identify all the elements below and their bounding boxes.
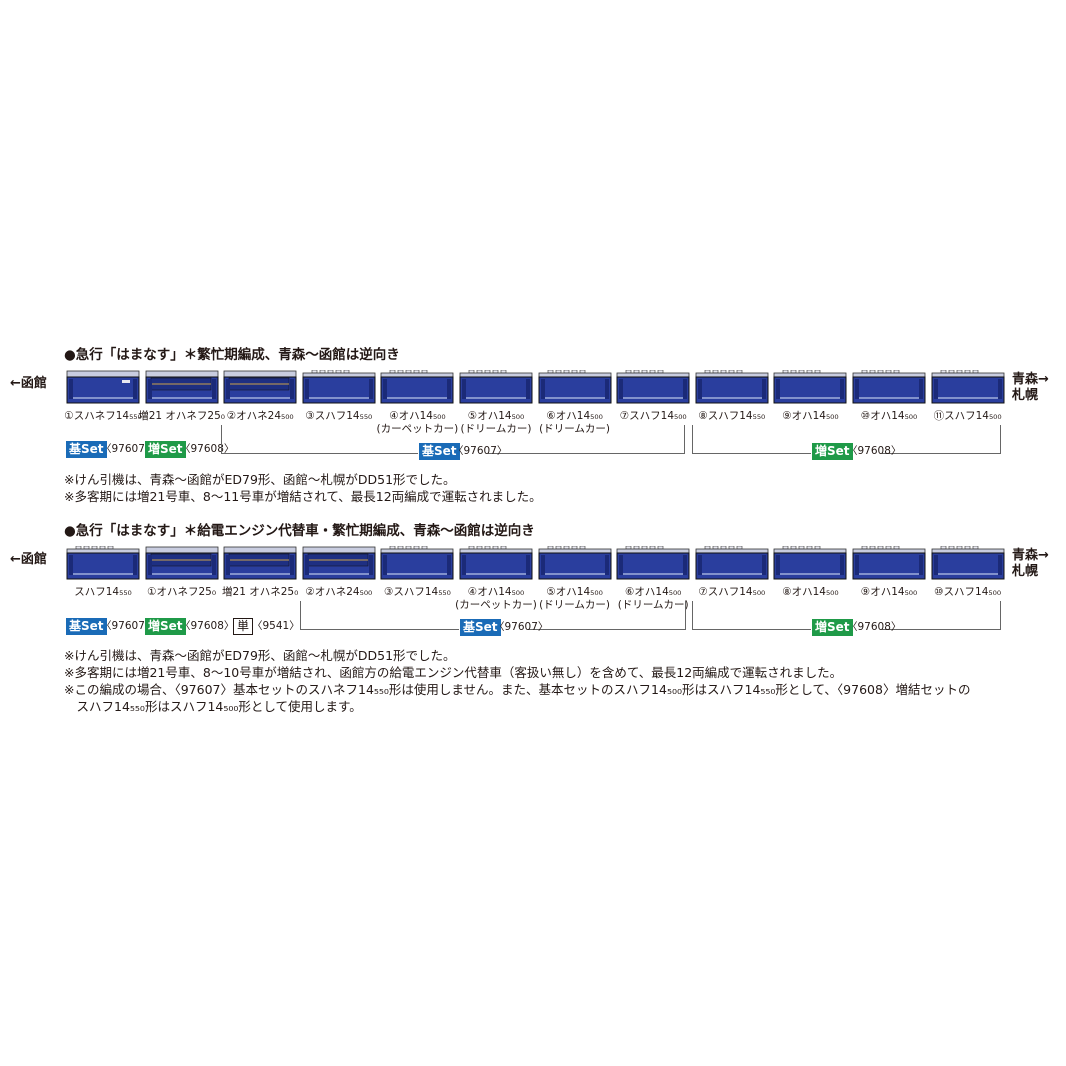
car-label: ④オハ14₅₀₀	[389, 410, 446, 422]
bracket-extension-left	[692, 425, 811, 454]
bracket-extension-right	[882, 601, 1001, 630]
car-label: ⑤オハ14₅₀₀	[467, 410, 525, 422]
car-label: ⑩オハ14₅₀₀	[860, 410, 918, 422]
bracket-basic-left	[221, 425, 418, 454]
train-car: スハフ14₅₅₀	[66, 546, 140, 598]
car-label: ④オハ14₅₀₀	[467, 586, 525, 598]
note-line: ※けん引機は、青森〜函館がED79形、函館〜札幌がDD51形でした。	[64, 472, 456, 487]
train-car: ⑧スハフ14₅₅₀	[695, 370, 769, 422]
note-line: ※けん引機は、青森〜函館がED79形、函館〜札幌がDD51形でした。	[64, 648, 456, 663]
direction-right-line2: 札幌	[1012, 564, 1039, 579]
car-label: ⑩スハフ14₅₀₀	[934, 586, 1002, 598]
badge-basic-set: 基Set	[460, 619, 501, 636]
train-car: ⑨オハ14₅₀₀	[852, 546, 926, 598]
car-label: ⑥オハ14₅₀₀	[624, 586, 682, 598]
badge-single-car: 単	[233, 618, 254, 635]
set-number: 〈97608〉	[847, 445, 902, 457]
car-label: 増21 オハネ25₀	[222, 586, 299, 598]
train-car: ⑦スハフ14₅₀₀	[695, 546, 769, 598]
car-label: ⑦スハフ14₅₀₀	[698, 586, 766, 598]
badge-basic-set: 基Set	[66, 441, 107, 458]
badge-extension-set: 増Set	[812, 619, 853, 636]
car-label: スハフ14₅₅₀	[74, 586, 132, 598]
set-number: 〈97607〉	[453, 445, 508, 457]
train-car: ②オハネ24₅₀₀	[223, 370, 297, 422]
car-label: ①スハネフ14₅₅₀	[64, 410, 142, 422]
train-car: ⑩スハフ14₅₀₀	[931, 546, 1005, 598]
bracket-basic-right	[488, 425, 685, 454]
set-number: 〈97608〉	[180, 443, 235, 455]
train-car: 増21 オハネフ25₀	[138, 370, 225, 422]
car-sublabel: (カーペットカー)	[455, 599, 537, 611]
note-line: スハフ14₅₅₀形はスハフ14₅₀₀形として使用します。	[64, 699, 362, 714]
note-line: ※多客期には増21号車、8〜11号車が増結されて、最長12両編成で運転されました…	[64, 489, 542, 504]
train-car: ⑤オハ14₅₀₀(ドリームカー)	[538, 546, 612, 611]
train-car: ⑦スハフ14₅₀₀	[616, 370, 690, 422]
car-label: ⑪スハフ14₅₀₀	[933, 410, 1002, 422]
train-car: ③スハフ14₅₅₀	[302, 370, 376, 422]
train-car: ⑥オハ14₅₀₀(ドリームカー)	[616, 546, 690, 611]
badge-extension-set: 増Set	[145, 441, 186, 458]
car-label: ⑦スハフ14₅₀₀	[619, 410, 687, 422]
direction-left: ←函館	[10, 376, 47, 391]
car-sublabel: (カーペットカー)	[376, 423, 459, 435]
direction-right: 青森→ 札幌	[1012, 372, 1049, 404]
car-label: ⑨オハ14₅₀₀	[782, 410, 839, 422]
train-car: ④オハ14₅₀₀(カーペットカー)	[455, 546, 537, 611]
train-car: ⑥オハ14₅₀₀(ドリームカー)	[538, 370, 612, 435]
car-label: ②オハネ24₅₀₀	[305, 586, 373, 598]
bracket-basic-right	[528, 601, 686, 630]
train-car: ③スハフ14₅₅₀	[380, 546, 454, 598]
set-number: 〈97608〉	[180, 620, 235, 632]
train-car: ⑩オハ14₅₀₀	[852, 370, 926, 422]
set-number: 〈97608〉	[847, 621, 902, 633]
train-car: ⑤オハ14₅₀₀(ドリームカー)	[459, 370, 533, 435]
direction-left: ←函館	[10, 552, 47, 567]
train-car: ⑪スハフ14₅₀₀	[931, 370, 1005, 422]
car-sublabel: (ドリームカー)	[617, 599, 689, 611]
bracket-extension-right	[882, 425, 1001, 454]
section-title: ●急行「はまなす」＊給電エンジン代替車・繁忙期編成、青森〜函館は逆向き	[64, 523, 535, 539]
note-line: ※多客期には増21号車、8〜10号車が増結され、函館方の給電エンジン代替車（客扱…	[64, 665, 843, 680]
car-label: ⑨オハ14₅₀₀	[860, 586, 918, 598]
train-car: ⑨オハ14₅₀₀	[773, 370, 847, 422]
badge-basic-set: 基Set	[419, 443, 460, 460]
badge-basic-set: 基Set	[66, 618, 107, 635]
train-car: 増21 オハネ25₀	[222, 546, 298, 598]
car-label: 増21 オハネフ25₀	[138, 410, 225, 422]
set-number: 〈97607〉	[101, 443, 156, 455]
car-label: ⑧スハフ14₅₅₀	[698, 410, 766, 422]
car-label: ②オハネ24₅₀₀	[226, 410, 294, 422]
car-label: ③スハフ14₅₅₀	[305, 410, 373, 422]
direction-right-line1: 青森→	[1012, 372, 1049, 387]
badge-extension-set: 増Set	[812, 443, 853, 460]
direction-right-line1: 青森→	[1012, 548, 1049, 563]
car-label: ③スハフ14₅₅₀	[383, 586, 451, 598]
train-car: ②オハネ24₅₀₀	[302, 546, 376, 598]
train-car: ①オハネフ25₀	[145, 546, 219, 598]
set-number: 〈9541〉	[252, 620, 300, 632]
car-label: ⑥オハ14₅₀₀	[546, 410, 603, 422]
train-car: ①スハネフ14₅₅₀	[64, 370, 142, 422]
car-sublabel: (ドリームカー)	[460, 423, 532, 435]
set-number: 〈97607〉	[494, 621, 549, 633]
direction-right: 青森→ 札幌	[1012, 548, 1049, 580]
car-label: ⑤オハ14₅₀₀	[546, 586, 603, 598]
car-sublabel: (ドリームカー)	[539, 423, 611, 435]
set-number: 〈97607〉	[101, 620, 156, 632]
note-line: ※この編成の場合、〈97607〉基本セットのスハネフ14₅₅₀形は使用しません。…	[64, 682, 971, 697]
direction-right-line2: 札幌	[1012, 388, 1039, 403]
car-label: ①オハネフ25₀	[147, 586, 217, 598]
bracket-basic-left	[300, 601, 459, 630]
train-car: ④オハ14₅₀₀(カーペットカー)	[377, 370, 458, 435]
section-title: ●急行「はまなす」＊繁忙期編成、青森〜函館は逆向き	[64, 347, 400, 363]
car-label: ⑧オハ14₅₀₀	[782, 586, 839, 598]
car-sublabel: (ドリームカー)	[539, 599, 611, 611]
badge-extension-set: 増Set	[145, 618, 186, 635]
bracket-extension-left	[692, 601, 811, 630]
train-car: ⑧オハ14₅₀₀	[773, 546, 847, 598]
